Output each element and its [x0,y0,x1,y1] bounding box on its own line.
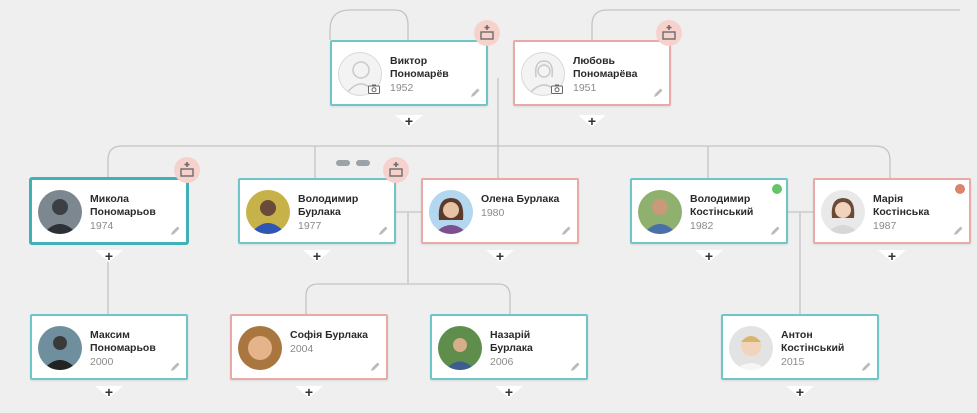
pencil-icon[interactable] [377,225,389,237]
pencil-icon[interactable] [769,225,781,237]
person-card-olena[interactable]: Олена Бурлака 1980 [421,178,579,244]
collapse-handle-icon[interactable] [356,160,370,166]
person-photo [638,190,682,234]
person-name: Олена Бурлака [481,193,560,205]
pencil-icon[interactable] [560,225,572,237]
person-card-sofiya[interactable]: Софія Бурлака 2004 [230,314,388,380]
person-card-nazariy[interactable]: Назарій Бурлака 2006 [430,314,588,380]
person-year: 2015 [781,356,805,368]
camera-icon[interactable] [551,84,563,94]
person-card-viktor[interactable]: Виктор Пономарёв 1952 [330,40,488,106]
collapse-handle-icon[interactable] [336,160,350,166]
add-relative-button[interactable]: + [295,384,323,406]
pencil-icon[interactable] [169,361,181,373]
person-year: 2000 [90,356,114,368]
person-year: 1952 [390,82,414,94]
person-photo [429,190,473,234]
add-relative-button[interactable]: + [95,384,123,406]
person-name: Максим Пономарьов [90,329,156,354]
add-relative-button[interactable]: + [395,113,423,135]
person-photo [246,190,290,234]
person-year: 1951 [573,82,597,94]
partner-icon[interactable] [174,157,200,183]
person-name: Назарій Бурлака [490,329,533,354]
person-year: 2006 [490,356,514,368]
person-name: Володимир Бурлака [298,193,359,218]
pencil-icon[interactable] [652,87,664,99]
pencil-icon[interactable] [569,361,581,373]
person-photo [729,326,773,370]
person-year: 2004 [290,343,314,355]
person-card-mariya[interactable]: Марія Костінська 1987 [813,178,971,244]
add-relative-button[interactable]: + [486,248,514,270]
person-card-maksym[interactable]: Максим Пономарьов 2000 [30,314,188,380]
person-card-mykola[interactable]: Микола Пономарьов 1974 [30,178,188,244]
camera-icon[interactable] [368,84,380,94]
person-card-volodymyr-kostinskyi[interactable]: Володимир Костінський 1982 [630,178,788,244]
status-indicator-icon [955,184,965,194]
add-relative-button[interactable]: + [578,113,606,135]
pencil-icon[interactable] [169,225,181,237]
person-year: 1974 [90,220,114,232]
person-photo [238,326,282,370]
person-name: Виктор Пономарёв [390,55,449,80]
add-relative-button[interactable]: + [786,384,814,406]
add-relative-button[interactable]: + [495,384,523,406]
person-card-lyubov[interactable]: Любовь Пономарёва 1951 [513,40,671,106]
person-photo [438,326,482,370]
person-photo [38,326,82,370]
person-card-anton[interactable]: Антон Костінський 2015 [721,314,879,380]
person-name: Антон Костінський [781,329,845,354]
person-name: Марія Костінська [873,193,930,218]
person-year: 1982 [690,220,714,232]
person-card-volodymyr-burlaka[interactable]: Володимир Бурлака 1977 [238,178,396,244]
person-year: 1987 [873,220,897,232]
person-name: Любовь Пономарёва [573,55,638,80]
add-relative-button[interactable]: + [695,248,723,270]
person-photo [38,190,82,234]
pencil-icon[interactable] [952,225,964,237]
pencil-icon[interactable] [860,361,872,373]
pencil-icon[interactable] [469,87,481,99]
add-relative-button[interactable]: + [95,248,123,270]
partner-icon[interactable] [474,20,500,46]
person-year: 1980 [481,207,505,219]
person-year: 1977 [298,220,322,232]
person-name: Софія Бурлака [290,329,369,341]
partner-icon[interactable] [383,157,409,183]
pencil-icon[interactable] [369,361,381,373]
status-indicator-icon [772,184,782,194]
person-name: Володимир Костінський [690,193,754,218]
add-relative-button[interactable]: + [303,248,331,270]
partner-icon[interactable] [656,20,682,46]
person-name: Микола Пономарьов [90,193,156,218]
person-photo [821,190,865,234]
add-relative-button[interactable]: + [878,248,906,270]
